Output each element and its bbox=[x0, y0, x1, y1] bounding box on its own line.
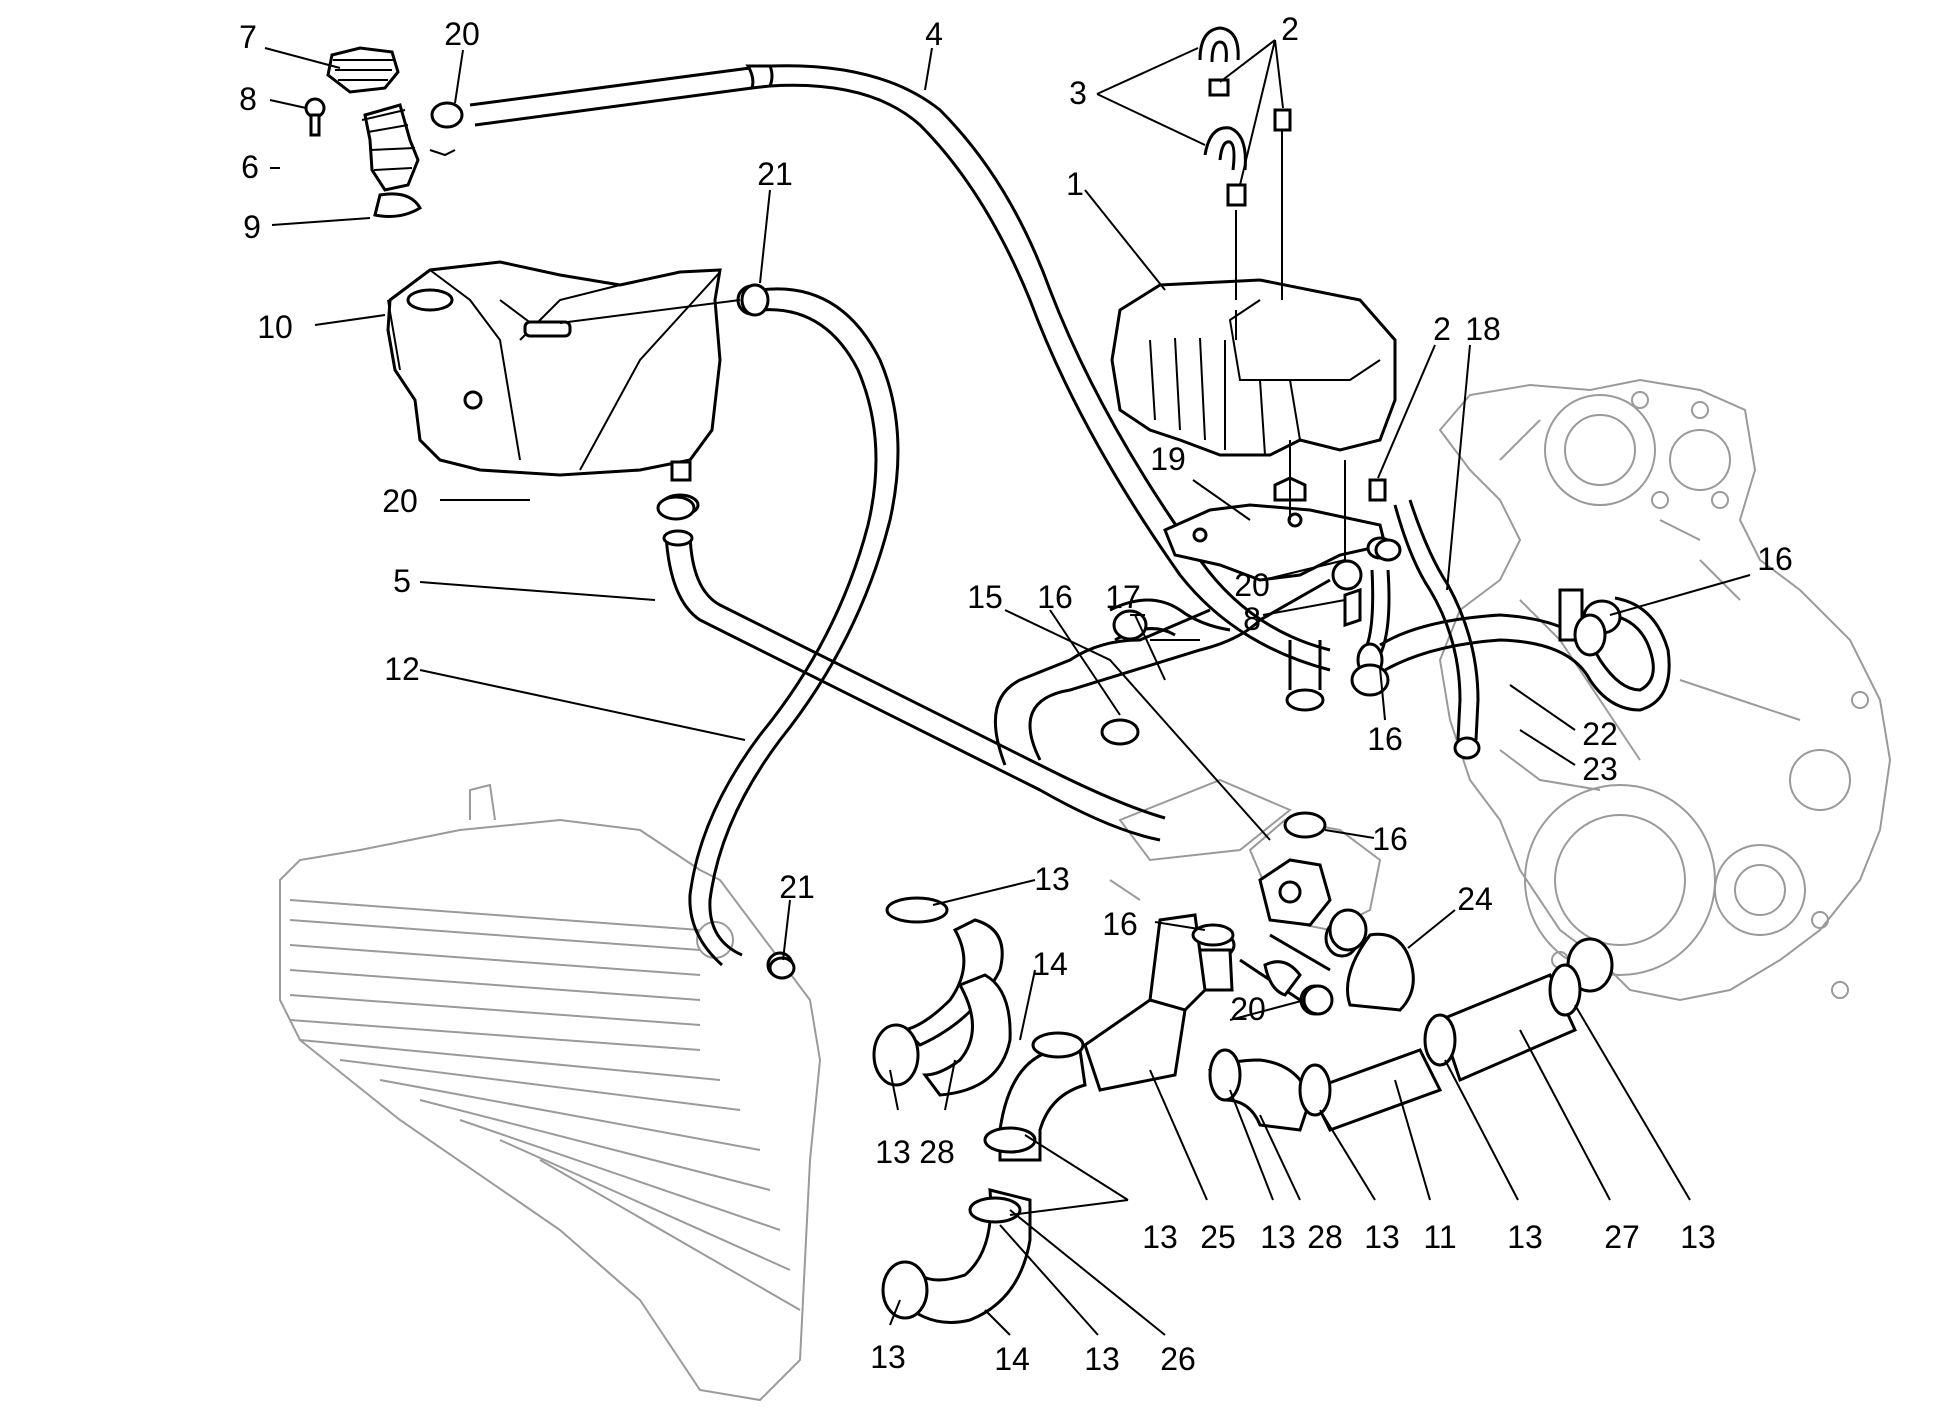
radiator bbox=[279, 783, 822, 1402]
callout-24: 24 bbox=[1457, 881, 1493, 917]
callout-6: 6 bbox=[241, 149, 259, 185]
clamp-16 bbox=[1350, 663, 1390, 697]
breather-fittings bbox=[1198, 26, 1387, 502]
callout-13: 13 bbox=[1084, 1341, 1120, 1377]
clamp-13 bbox=[1298, 1063, 1332, 1117]
callout-10: 10 bbox=[257, 309, 293, 345]
callout-13: 13 bbox=[1364, 1219, 1400, 1255]
callout-13: 13 bbox=[875, 1134, 911, 1170]
clamp-13 bbox=[1548, 963, 1582, 1017]
callout-13: 13 bbox=[870, 1339, 906, 1375]
clamp-20 bbox=[656, 495, 696, 521]
callout-20: 20 bbox=[444, 16, 480, 52]
clamp-20 bbox=[1374, 538, 1402, 562]
callout-28: 28 bbox=[1307, 1219, 1343, 1255]
callout-16: 16 bbox=[1372, 821, 1408, 857]
clamp-13 bbox=[968, 1196, 1022, 1224]
hose-5 bbox=[660, 493, 1166, 842]
callout-16: 16 bbox=[1367, 721, 1403, 757]
clamp-21 bbox=[740, 283, 770, 317]
callout-8: 8 bbox=[1243, 601, 1261, 637]
clamp-21 bbox=[768, 956, 796, 980]
bracket-19 bbox=[1163, 503, 1387, 582]
clamp-13 bbox=[1031, 1031, 1085, 1059]
callout-7: 7 bbox=[239, 19, 257, 55]
callout-13: 13 bbox=[1142, 1219, 1178, 1255]
callout-14: 14 bbox=[994, 1341, 1030, 1377]
leader-lines bbox=[264, 39, 1751, 1336]
header-tank bbox=[1110, 278, 1397, 656]
callout-19: 19 bbox=[1150, 441, 1186, 477]
clamp-13 bbox=[983, 1126, 1037, 1154]
clamp-13 bbox=[881, 1260, 929, 1320]
callout-4: 4 bbox=[925, 16, 943, 52]
callout-8: 8 bbox=[239, 81, 257, 117]
engine-outline bbox=[1118, 378, 1892, 1002]
callout-20: 20 bbox=[382, 483, 418, 519]
callout-25: 25 bbox=[1200, 1219, 1236, 1255]
clamp-16 bbox=[1573, 613, 1607, 657]
callout-20: 20 bbox=[1234, 567, 1270, 603]
hose-18 bbox=[1393, 499, 1481, 760]
callout-21: 21 bbox=[779, 869, 815, 905]
callout-16: 16 bbox=[1102, 906, 1138, 942]
callout-20: 20 bbox=[1230, 991, 1266, 1027]
callout-28: 28 bbox=[919, 1134, 955, 1170]
callout-14: 14 bbox=[1032, 946, 1068, 982]
callout-5: 5 bbox=[393, 563, 411, 599]
callout-2: 2 bbox=[1433, 311, 1451, 347]
callout-3: 3 bbox=[1069, 75, 1087, 111]
callout-15: 15 bbox=[967, 579, 1003, 615]
callout-23: 23 bbox=[1582, 751, 1618, 787]
callout-2: 2 bbox=[1281, 11, 1299, 47]
callout-26: 26 bbox=[1160, 1341, 1196, 1377]
callout-9: 9 bbox=[243, 209, 261, 245]
callout-13: 13 bbox=[1680, 1219, 1716, 1255]
callout-27: 27 bbox=[1604, 1219, 1640, 1255]
filler-neck-assembly bbox=[304, 46, 464, 218]
callout-22: 22 bbox=[1582, 716, 1618, 752]
clamp-13 bbox=[872, 1023, 920, 1087]
callout-17: 17 bbox=[1105, 579, 1141, 615]
expansion-tank bbox=[386, 260, 722, 482]
lower-pipe-network bbox=[897, 913, 1614, 1324]
clamp-13 bbox=[885, 896, 949, 924]
clamp-16 bbox=[1283, 811, 1327, 839]
clamp-20 bbox=[1302, 984, 1334, 1016]
clamp-13 bbox=[1208, 1048, 1242, 1102]
clamp-16 bbox=[1191, 923, 1235, 947]
callout-11: 11 bbox=[1423, 1219, 1456, 1255]
callout-13: 13 bbox=[1507, 1219, 1543, 1255]
callout-16: 16 bbox=[1037, 579, 1073, 615]
clamp-16 bbox=[1100, 718, 1140, 746]
callout-21: 21 bbox=[757, 156, 793, 192]
clamp-16 bbox=[1328, 908, 1368, 952]
hose-15-17 bbox=[993, 559, 1363, 766]
hose-4 bbox=[469, 64, 1331, 672]
callout-1: 1 bbox=[1066, 166, 1084, 202]
callout-13: 13 bbox=[1034, 861, 1070, 897]
callout-12: 12 bbox=[384, 651, 420, 687]
callout-18: 18 bbox=[1465, 311, 1501, 347]
clamp-13 bbox=[1423, 1013, 1457, 1067]
callout-16: 16 bbox=[1757, 541, 1793, 577]
callout-labels: 7 20 8 6 9 10 4 21 3 2 1 2 18 19 20 20 8… bbox=[239, 11, 1793, 1377]
hose-clamps bbox=[656, 283, 1607, 1320]
callout-13: 13 bbox=[1260, 1219, 1296, 1255]
